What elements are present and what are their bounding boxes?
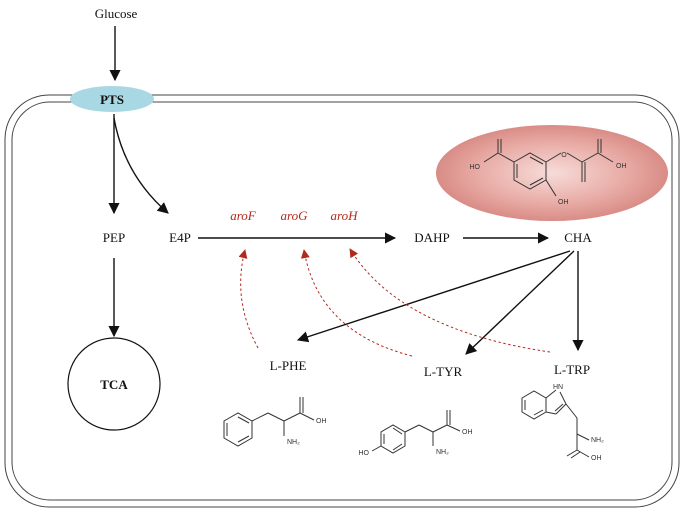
- tca-cycle: [67, 337, 161, 431]
- trp-hn-label: HN: [553, 384, 563, 391]
- tca-label: TCA: [100, 377, 128, 392]
- pts-transporter: [70, 86, 154, 112]
- tyr-structure: [371, 410, 461, 454]
- pts-label: PTS: [100, 92, 124, 107]
- e4p-label: E4P: [169, 230, 191, 245]
- cell-membrane: [4, 94, 680, 508]
- gene-arog: aroG: [281, 208, 309, 223]
- pep-label: PEP: [103, 230, 125, 245]
- l-phe-label: L-PHE: [270, 358, 307, 373]
- cha-structure: [483, 139, 614, 197]
- cha-to-phe-arrow: [296, 250, 571, 343]
- cha-label: CHA: [564, 230, 592, 245]
- phe-structure: [223, 397, 315, 447]
- trp-structure: [521, 389, 590, 459]
- tyr-nh2-label: NH₂: [436, 449, 449, 456]
- trp-inhibits-aroh-arrow: [349, 248, 551, 353]
- cha-ether-o-label: O: [561, 152, 567, 159]
- dahp-label: DAHP: [414, 230, 449, 245]
- l-trp-label: L-TRP: [554, 362, 590, 377]
- phe-nh2-label: NH₂: [287, 439, 300, 446]
- glucose-label: Glucose: [95, 6, 138, 21]
- cha-to-tyr-arrow: [465, 250, 575, 355]
- tyr-ho-label: HO: [359, 450, 370, 457]
- phe-oh-label: OH: [316, 418, 327, 425]
- trp-oh-label: OH: [591, 455, 602, 462]
- l-tyr-label: L-TYR: [424, 364, 463, 379]
- pts-to-e4p-arrow: [113, 117, 169, 214]
- cha-ring-oh-label: OH: [558, 199, 569, 206]
- cha-oh-label: OH: [616, 163, 627, 170]
- gene-arof: aroF: [230, 208, 257, 223]
- trp-nh2-label: NH₂: [591, 437, 604, 444]
- gene-aroh: aroH: [331, 208, 359, 223]
- cha-structure-highlight: [436, 125, 668, 221]
- tyr-oh-label: OH: [462, 429, 473, 436]
- cha-ho-label: HO: [470, 164, 481, 171]
- phe-inhibits-arof-arrow: [238, 249, 259, 349]
- tyr-inhibits-arog-arrow: [300, 249, 413, 357]
